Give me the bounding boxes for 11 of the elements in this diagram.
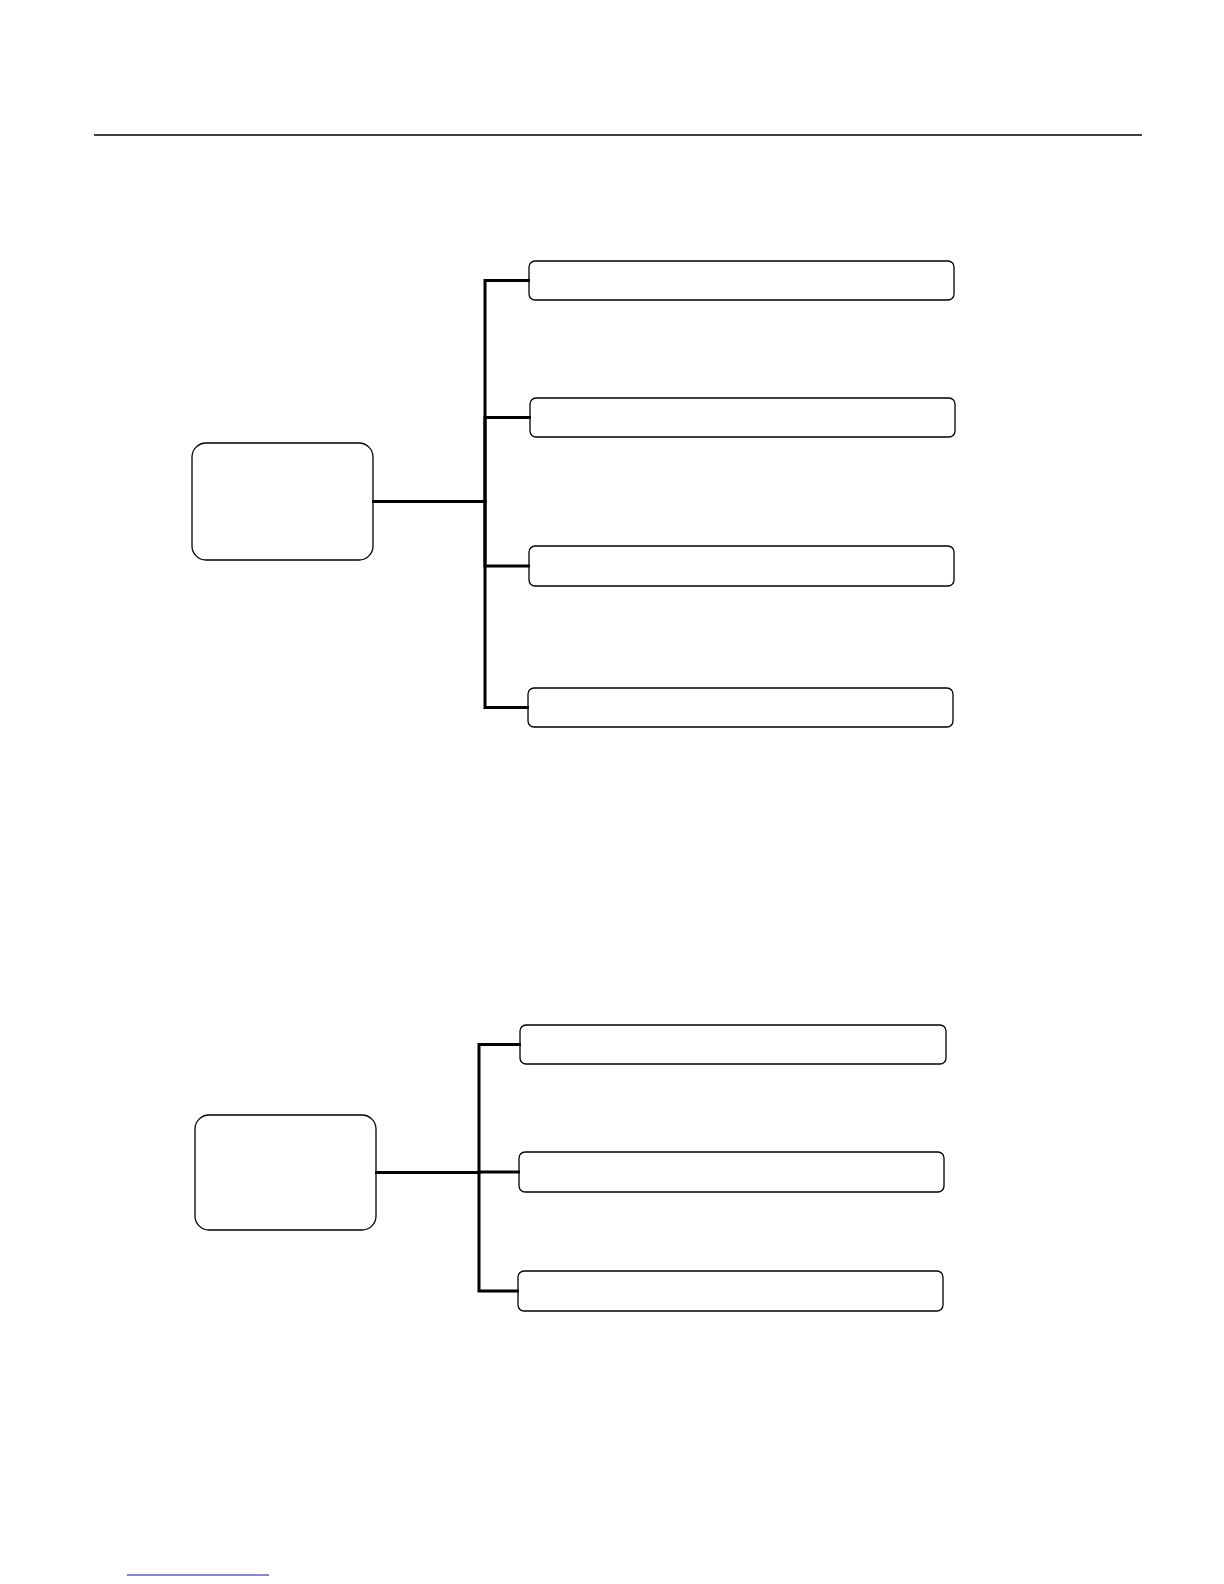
empty-box — [194, 1114, 377, 1231]
empty-box — [528, 260, 955, 301]
empty-box — [517, 1270, 944, 1312]
empty-box — [528, 545, 955, 587]
empty-box — [527, 687, 954, 728]
empty-box — [518, 1151, 945, 1193]
empty-box — [191, 442, 374, 561]
empty-box — [529, 397, 956, 438]
connector — [372, 500, 529, 709]
connector — [375, 1171, 519, 1293]
empty-box — [519, 1024, 947, 1065]
